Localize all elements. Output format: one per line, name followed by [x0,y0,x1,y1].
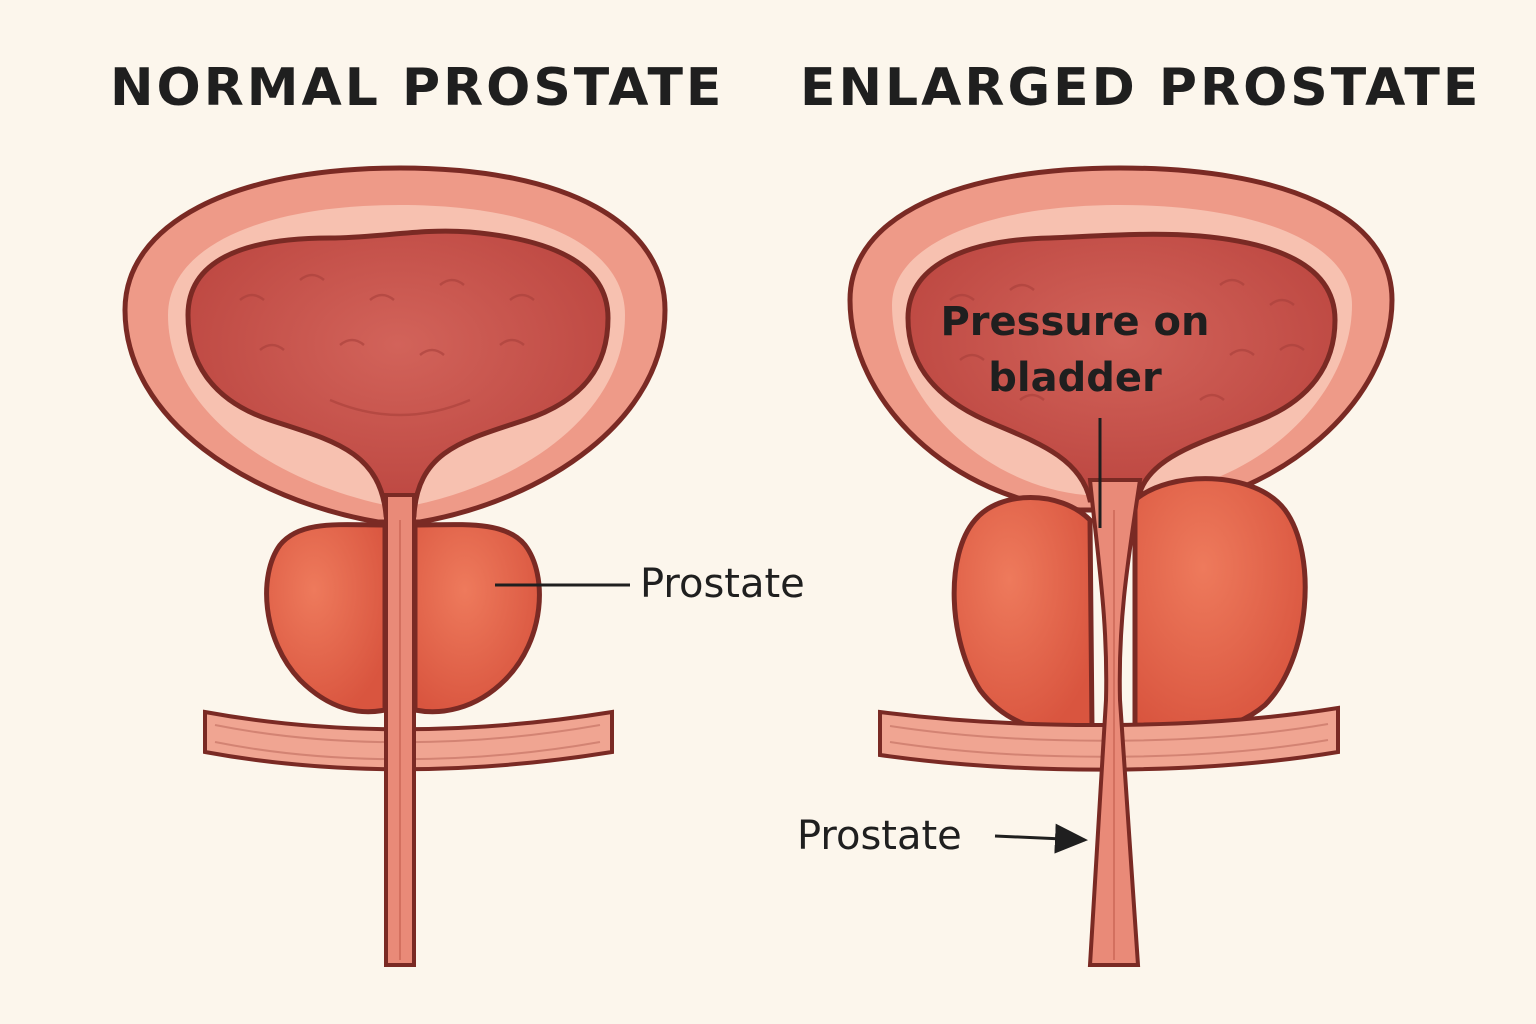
normal-diagram [122,165,668,967]
label-prostate-normal: Prostate [640,561,805,607]
label-prostate-enlarged: Prostate [797,813,962,859]
enlarged-bladder-interior [905,231,1338,503]
enlarged-prostate-left-lobe [951,495,1095,735]
enlarged-prostate-right-lobe [1132,476,1308,736]
normal-bladder-interior [185,228,611,518]
enlarged-prostate-arrow [994,823,1088,854]
enlarged-diagram [847,165,1395,967]
title-normal-prostate: NORMAL PROSTATE [110,58,725,118]
normal-prostate-left-lobe [264,522,388,715]
normal-prostate-right-lobe [412,522,542,715]
title-enlarged-prostate: ENLARGED PROSTATE [800,58,1482,118]
label-pressure-on-bladder: Pressure on bladder [940,299,1210,401]
